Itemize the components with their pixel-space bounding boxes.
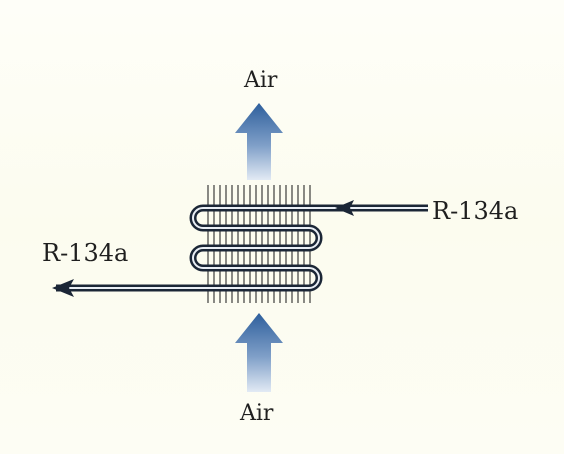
air-outlet-arrow-icon bbox=[235, 103, 283, 180]
refrigerant-outlet-label: R-134a bbox=[42, 239, 129, 267]
air-inlet-arrow-icon bbox=[235, 313, 283, 392]
refrigerant-inlet-label: R-134a bbox=[432, 197, 519, 225]
air-outlet-label: Air bbox=[244, 68, 278, 93]
refrigerant-inlet-arrowhead-icon bbox=[335, 200, 354, 216]
refrigerant-outlet-arrowhead-icon bbox=[52, 279, 74, 297]
air-inlet-label: Air bbox=[240, 401, 274, 426]
refrigerant-coil bbox=[56, 204, 428, 292]
